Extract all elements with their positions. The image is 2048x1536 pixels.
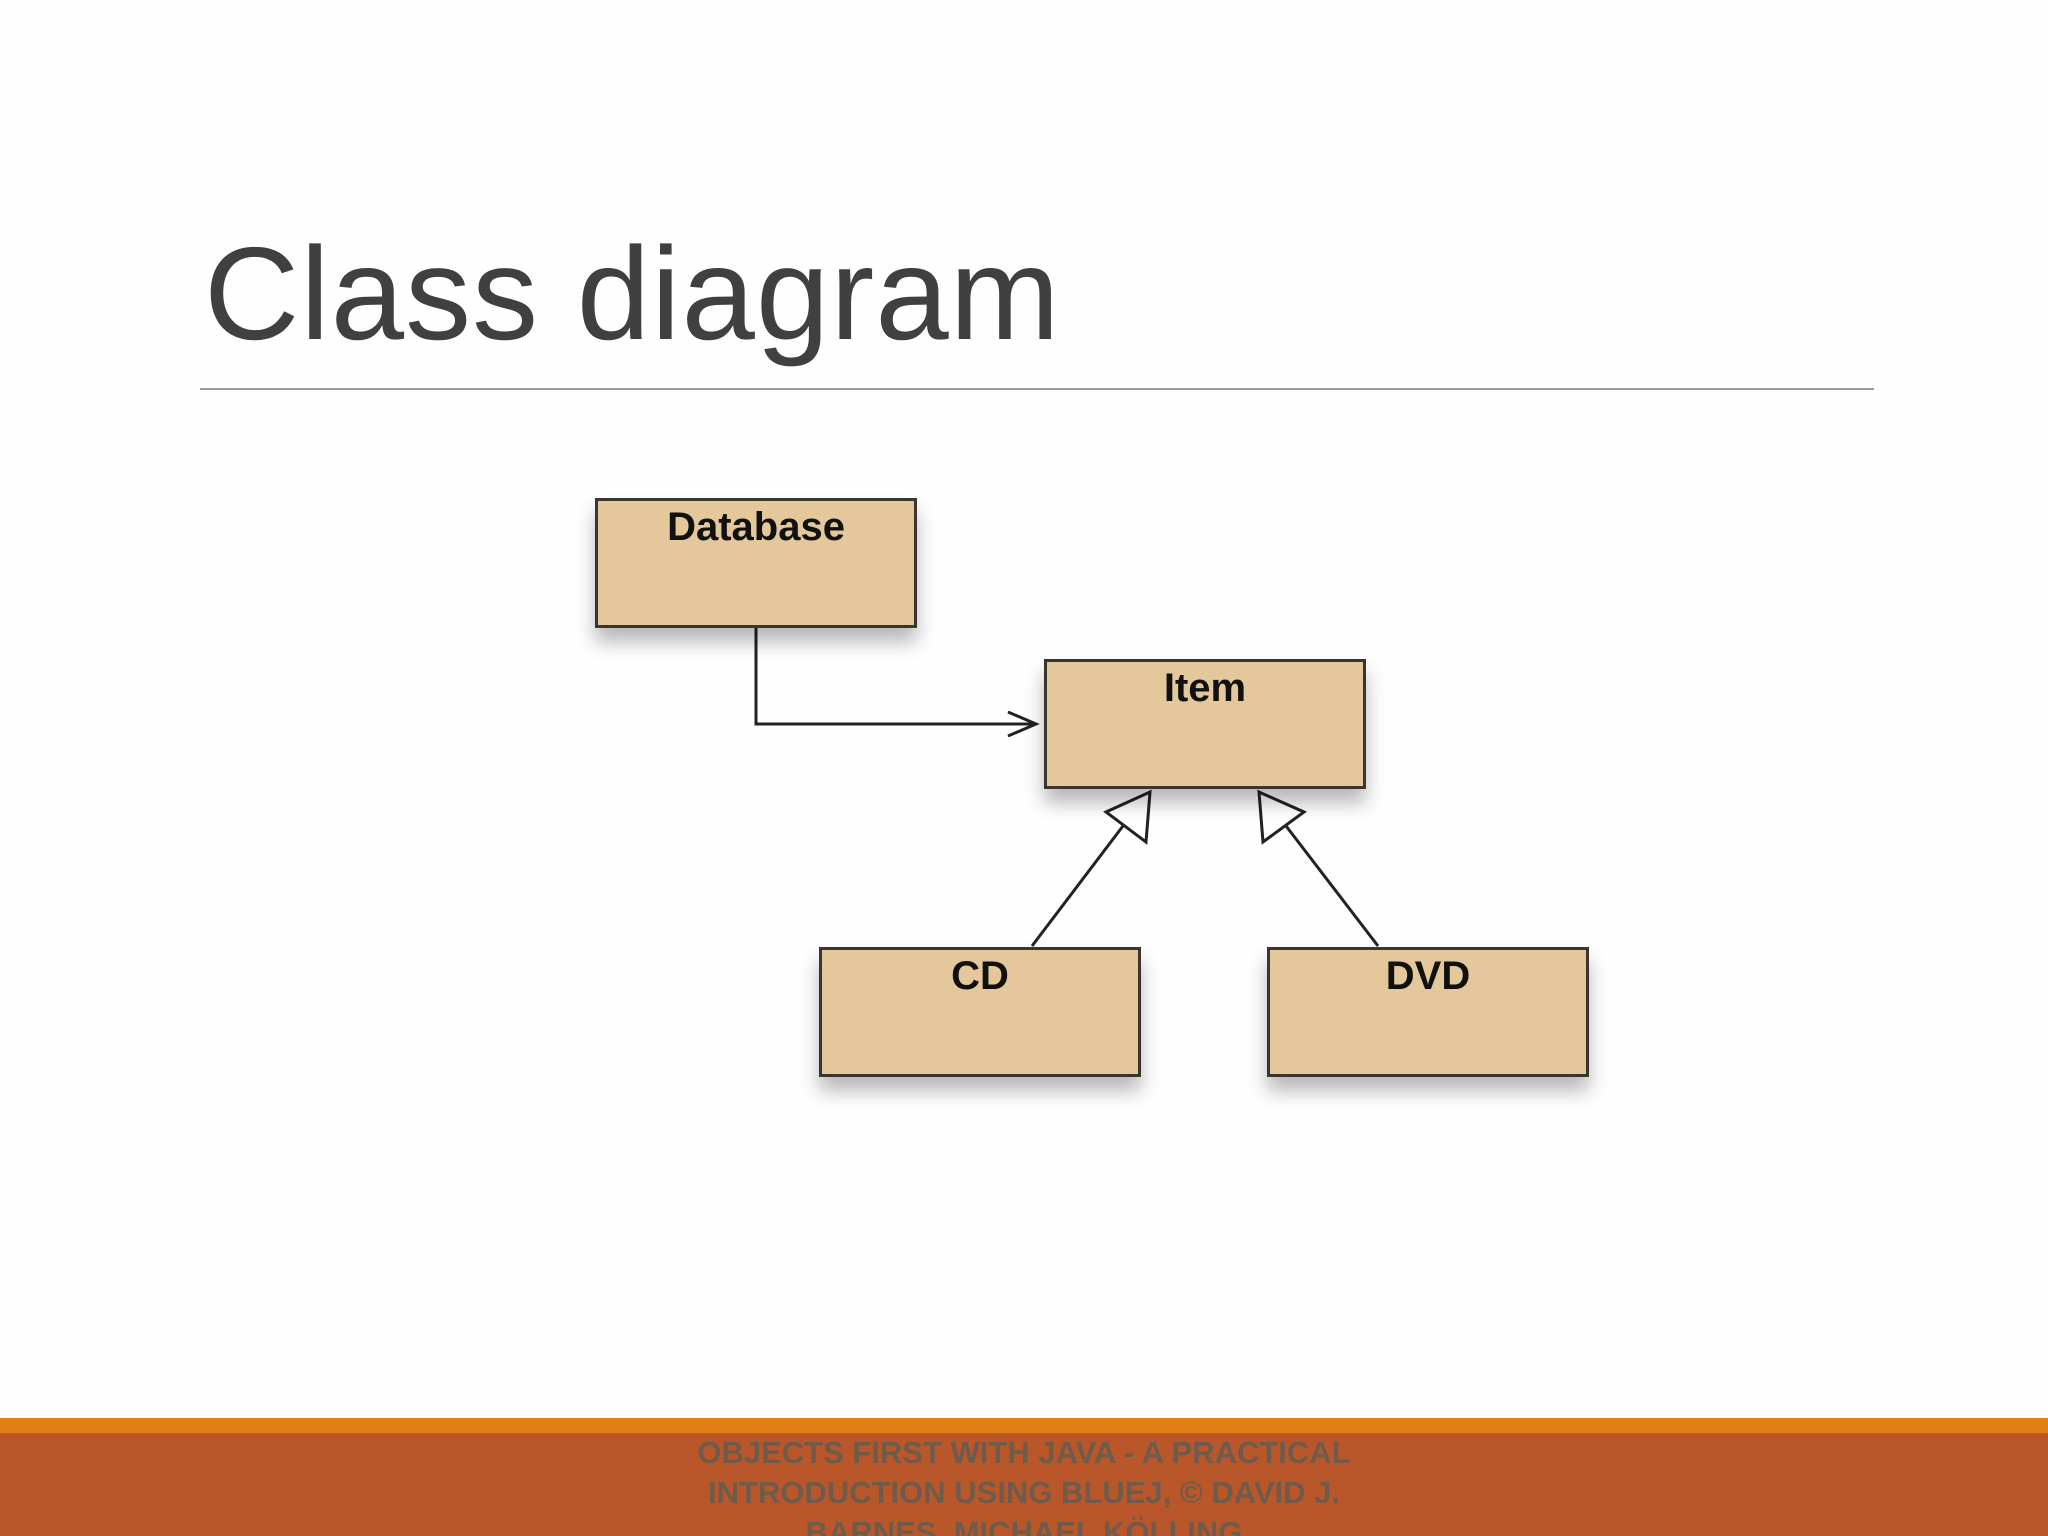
inheritance-arrow-cd-item <box>1030 789 1152 947</box>
footer-accent-stripe <box>0 1418 2048 1433</box>
class-name: Item <box>1163 666 1247 710</box>
class-box-database: Database <box>595 498 917 628</box>
footer-copyright: OBJECTS FIRST WITH JAVA - A PRACTICAL IN… <box>697 1435 1351 1536</box>
class-name: Database <box>667 505 845 549</box>
inheritance-arrow-dvd-item <box>1257 789 1380 947</box>
slide-title: Class diagram <box>204 220 1061 367</box>
class-box-dvd: DVD <box>1267 947 1589 1077</box>
class-name: DVD <box>1385 954 1471 998</box>
association-arrow-database-item <box>754 627 1040 738</box>
class-box-cd: CD <box>819 947 1141 1077</box>
title-divider <box>200 388 1874 390</box>
footer-band: OBJECTS FIRST WITH JAVA - A PRACTICAL IN… <box>0 1433 2048 1536</box>
class-box-item: Item <box>1044 659 1366 789</box>
class-name: CD <box>951 954 1009 998</box>
